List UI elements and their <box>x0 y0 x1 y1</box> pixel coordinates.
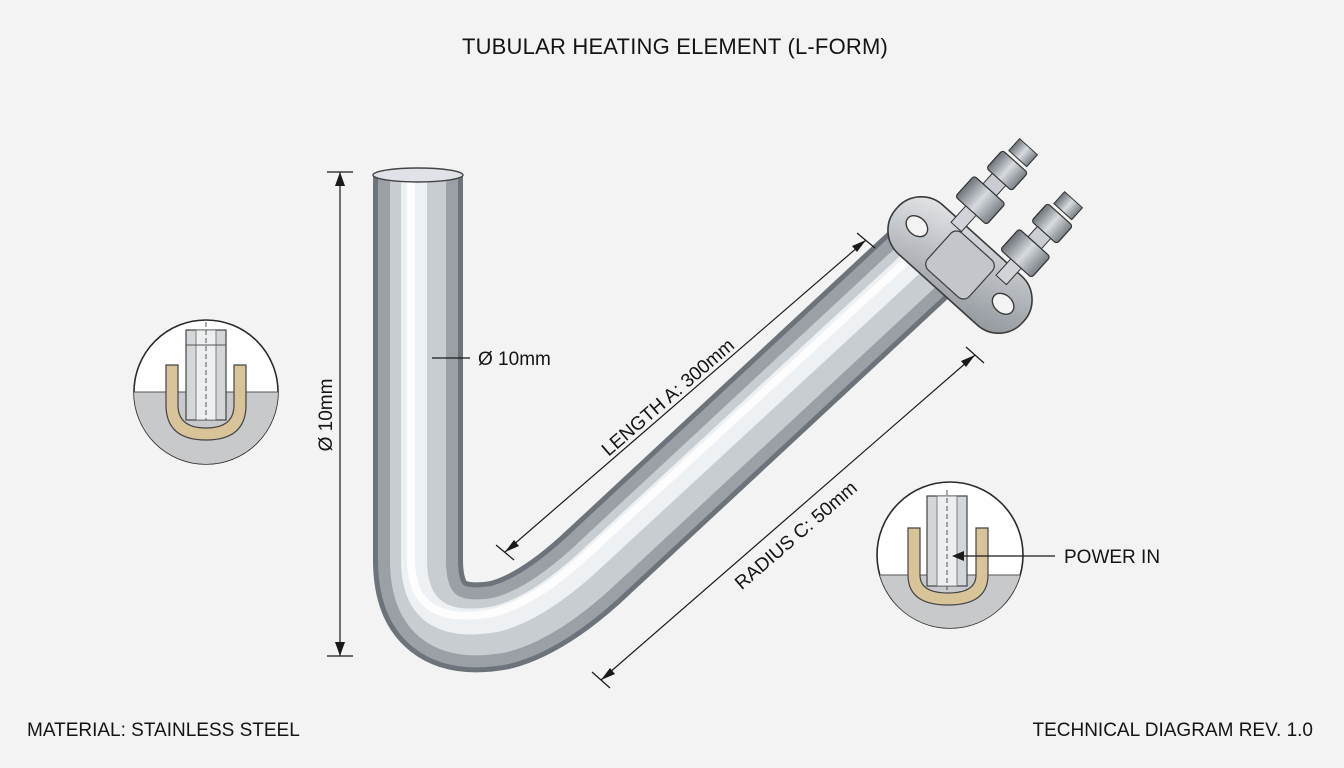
diagram-title: TUBULAR HEATING ELEMENT (L-FORM) <box>462 34 888 59</box>
power-in-leader <box>952 551 1055 561</box>
tube-diameter-label: Ø 10mm <box>478 349 551 370</box>
length-a-dimension <box>495 232 876 561</box>
revision-label: TECHNICAL DIAGRAM REV. 1.0 <box>1032 720 1313 741</box>
detail-view-right <box>876 481 1024 629</box>
detail-view-left <box>133 319 279 465</box>
vertical-diameter-label: Ø 10mm <box>316 379 337 452</box>
heating-tube <box>372 167 976 673</box>
vertical-dimension <box>327 171 353 657</box>
material-label: MATERIAL: STAINLESS STEEL <box>27 720 300 741</box>
mounting-flange <box>887 195 1033 335</box>
terminal-upper <box>950 137 1039 233</box>
radius-c-dimension <box>591 346 985 689</box>
terminal-lower <box>995 190 1084 286</box>
power-in-label: POWER IN <box>1064 547 1160 568</box>
